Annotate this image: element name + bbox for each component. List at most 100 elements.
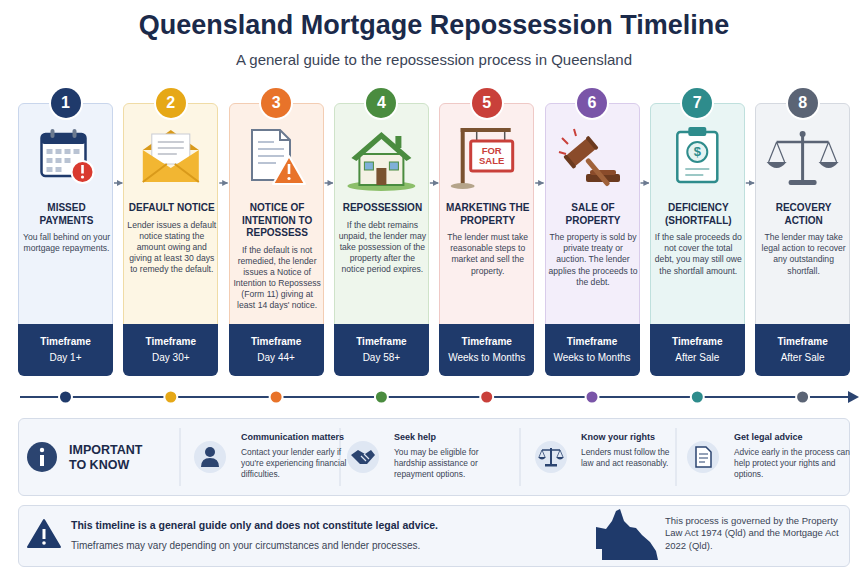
heading-text: Seek help	[394, 432, 512, 443]
heading-text: IMPORTANT TO KNOW	[69, 443, 161, 473]
text-block: 3	[261, 88, 291, 118]
heading-text: Timeframe	[777, 336, 827, 349]
text-block: TimeframeWeeks to Months	[441, 324, 532, 376]
text-block: This process is governed by the Property…	[665, 515, 845, 552]
timeframe-band: TimeframeDay 58+	[334, 324, 429, 376]
heading-text: MARKETING THE PROPERTY	[443, 202, 532, 227]
step-card: RECOVERY ACTION The lender may take legal…	[755, 103, 850, 375]
step-number: 8	[788, 88, 818, 118]
text-block: Communication mattersContact your lender…	[241, 432, 349, 480]
heading-text: RECOVERY ACTION	[759, 202, 848, 227]
heading-text: Timeframe	[251, 336, 301, 349]
heading-text: Timeframe	[146, 336, 196, 349]
text-block: This timeline is a general guide only an…	[71, 519, 601, 552]
step-number: 4	[366, 88, 396, 118]
heading-text: SALE OF PROPERTY	[549, 202, 638, 227]
timeline-arrowhead	[848, 391, 859, 403]
timeframe-band: TimeframeWeeks to Months	[439, 324, 534, 376]
step-card: REPOSSESSION If the debt remains unpaid, …	[334, 103, 429, 375]
text-block: TimeframeWeeks to Months	[547, 324, 638, 376]
timeframe-band: TimeframeDay 1+	[18, 324, 113, 376]
step-number: 3	[261, 88, 291, 118]
step-arrow	[114, 182, 122, 184]
body-text: Day 44+	[257, 352, 295, 364]
heading-text: Timeframe	[461, 336, 511, 349]
heading-text: DEFICIENCY (SHORTFALL)	[654, 202, 743, 227]
step-card: NOTICE OF INTENTION TO REPOSSESS If the d…	[229, 103, 324, 375]
step-arrow	[535, 182, 543, 184]
timeframe-band: TimeframeDay 30+	[123, 324, 218, 376]
text-block: 4	[366, 88, 396, 118]
heading-text: Timeframe	[672, 336, 722, 349]
text-block: MISSED PAYMENTSYou fall behind on your m…	[22, 202, 111, 254]
step-number: 2	[156, 88, 186, 118]
body-text: Weeks to Months	[553, 352, 630, 364]
text-block: 8	[788, 88, 818, 118]
step-number: 7	[682, 88, 712, 118]
info-item: Know your rightsLenders must follow the …	[581, 432, 673, 488]
heading-text: 5	[482, 95, 491, 111]
step-card: MARKETING THE PROPERTYThe lender must ta…	[439, 103, 534, 375]
body-text: This process is governed by the Property…	[665, 515, 845, 552]
heading-text: REPOSSESSION	[338, 202, 427, 215]
step-card: SALE OF PROPERTYThe property is sold by …	[545, 103, 640, 375]
body-text: Timeframes may vary depending on your ci…	[71, 539, 601, 552]
heading-text: Timeframe	[40, 336, 90, 349]
text-block: TimeframeDay 30+	[125, 324, 216, 376]
title: Queensland Mortgage Repossession Timelin…	[0, 10, 868, 41]
text-block: NOTICE OF INTENTION TO REPOSSESS If the d…	[233, 202, 322, 312]
heading-text: NOTICE OF INTENTION TO REPOSSESS	[233, 202, 322, 240]
text-block: TimeframeDay 44+	[231, 324, 322, 376]
body-text: Advice early in the process can help pro…	[734, 447, 852, 480]
step-number: 5	[472, 88, 502, 118]
disclaimer-panel: This timeline is a general guide only an…	[18, 505, 850, 567]
label-holder: FOR SALE	[471, 141, 513, 171]
body-text: Day 58+	[363, 352, 401, 364]
timeframe-band: TimeframeAfter Sale	[755, 324, 850, 376]
text-block: REPOSSESSION If the debt remains unpaid, …	[338, 202, 427, 275]
sign-text: FOR SALE	[471, 146, 513, 166]
header: Queensland Mortgage Repossession Timelin…	[0, 10, 868, 68]
heading-text: MISSED PAYMENTS	[22, 202, 111, 227]
heading-text: DEFAULT NOTICE	[127, 202, 216, 215]
info-item: Communication mattersContact your lender…	[241, 432, 349, 488]
body-text: Lenders must follow the law and act reas…	[581, 447, 673, 469]
text-block: TimeframeAfter Sale	[757, 324, 848, 376]
body-text: If the default is not remedied, the lend…	[233, 245, 322, 312]
text-block: DEFICIENCY (SHORTFALL) If the sale procee…	[654, 202, 743, 277]
heading-text: Know your rights	[581, 432, 673, 443]
text-block: SALE OF PROPERTYThe property is sold by …	[549, 202, 638, 288]
label-holder: $	[687, 143, 707, 161]
text-block: 2	[156, 88, 186, 118]
body-text: If the debt remains unpaid, the lender m…	[338, 220, 427, 276]
step-card: DEFAULT NOTICELender issues a default no…	[123, 103, 218, 375]
heading-text: 6	[588, 95, 597, 111]
body-text: You may be eligible for hardship assista…	[394, 447, 512, 480]
timeframe-band: TimeframeWeeks to Months	[545, 324, 640, 376]
step-number: 6	[577, 88, 607, 118]
text-block: IMPORTANT TO KNOW	[69, 443, 161, 473]
text-block: 7	[682, 88, 712, 118]
heading-text: 8	[798, 95, 807, 111]
text-block: TimeframeDay 1+	[20, 324, 111, 376]
heading-text: 4	[377, 95, 386, 111]
step-arrow	[641, 182, 649, 184]
info-panel: IMPORTANT TO KNOW Communication mattersCo…	[18, 418, 850, 496]
info-item: Seek helpYou may be eligible for hardshi…	[394, 432, 512, 488]
heading-text: 2	[166, 95, 175, 111]
heading-text: Timeframe	[356, 336, 406, 349]
body-text: If the sale proceeds do not cover the to…	[654, 232, 743, 277]
step-card: MISSED PAYMENTSYou fall behind on your m…	[18, 103, 113, 375]
body-text: Contact your lender early if you're expe…	[241, 447, 349, 480]
body-text: After Sale	[675, 352, 719, 364]
text-block: DEFAULT NOTICELender issues a default no…	[127, 202, 216, 275]
timeline-line	[20, 396, 850, 398]
step-arrow	[430, 182, 438, 184]
heading-text: This timeline is a general guide only an…	[71, 519, 601, 533]
step-arrow	[746, 182, 754, 184]
text-block: TimeframeAfter Sale	[652, 324, 743, 376]
caption: A general guide to the repossession proc…	[0, 51, 868, 68]
heading-text: Timeframe	[567, 336, 617, 349]
step-card: DEFICIENCY (SHORTFALL) If the sale procee…	[650, 103, 745, 375]
body-text: The lender may take legal action to reco…	[759, 232, 848, 277]
